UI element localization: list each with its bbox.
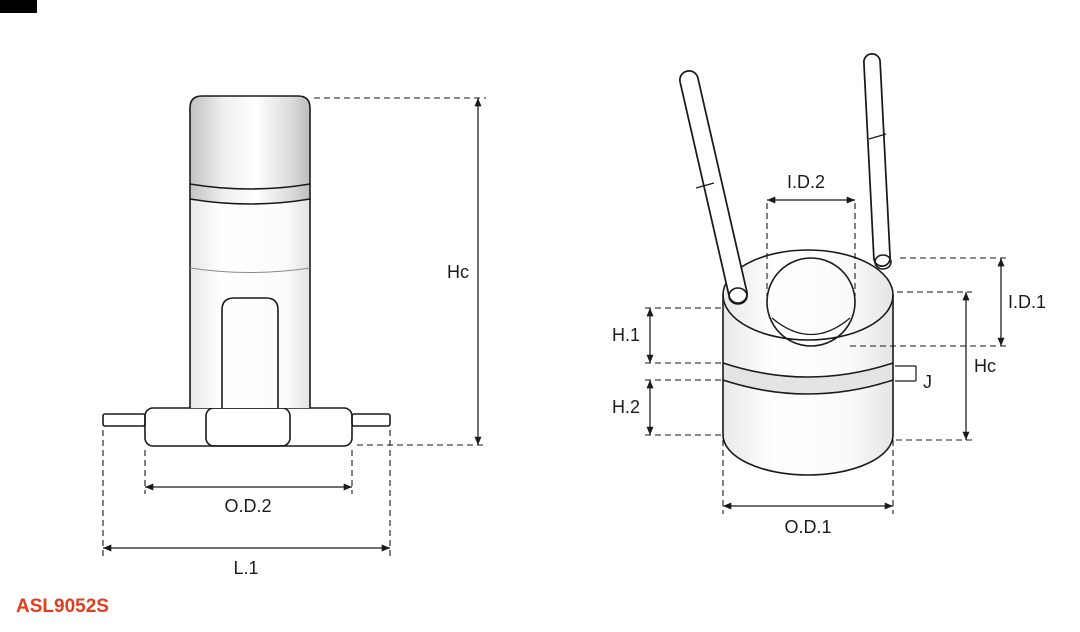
cap-groove-line-2 (189, 198, 311, 205)
extension-line (766, 203, 856, 296)
corner-mark (0, 0, 37, 13)
dim-label-od2: O.D.2 (224, 496, 271, 516)
bore-hole (766, 257, 856, 347)
perspective-dimensions: I.D.2 I.D.1 Hc H.1 H.2 J O.D.1 (612, 172, 1046, 537)
extension-line (644, 379, 721, 436)
groove-shading (723, 363, 893, 394)
extension-line (644, 307, 721, 364)
extension-line (102, 430, 391, 556)
extension-line (896, 291, 972, 441)
dim-label-j: J (923, 372, 932, 392)
part-number-label: ASL9052S (16, 596, 109, 617)
dim-bracket-j (895, 365, 917, 382)
extension-line (850, 257, 1006, 347)
side-dimensions: Hc O.D.2 L.1 (102, 97, 486, 578)
shaft-body (190, 199, 310, 408)
perspective-view (679, 53, 894, 476)
terminal-tab-right (351, 413, 391, 427)
flange (144, 407, 353, 447)
shaft-cap (190, 96, 310, 204)
shaft-ridge-line (189, 267, 311, 273)
dim-label-hc-side: Hc (447, 262, 469, 282)
dim-label-l1: L.1 (233, 558, 258, 578)
bore-wall-line (771, 317, 851, 336)
hub (205, 407, 291, 447)
dim-label-id1: I.D.1 (1008, 292, 1046, 312)
terminal-wire-left (679, 70, 748, 305)
terminal-tab-left (102, 413, 146, 427)
cap-groove-line-1 (189, 183, 311, 190)
dim-label-h2: H.2 (612, 397, 640, 417)
shaft-slot (221, 297, 279, 409)
dim-label-od1: O.D.1 (784, 517, 831, 537)
ring-groove-lines (722, 362, 894, 395)
terminal-wire-right (863, 53, 892, 270)
extension-line (722, 440, 894, 514)
slip-ring-body (723, 250, 893, 475)
dim-label-hc-perspective: Hc (974, 356, 996, 376)
side-view (102, 95, 391, 447)
dim-label-h1: H.1 (612, 325, 640, 345)
extension-line (144, 450, 353, 494)
dim-label-id2: I.D.2 (787, 172, 825, 192)
